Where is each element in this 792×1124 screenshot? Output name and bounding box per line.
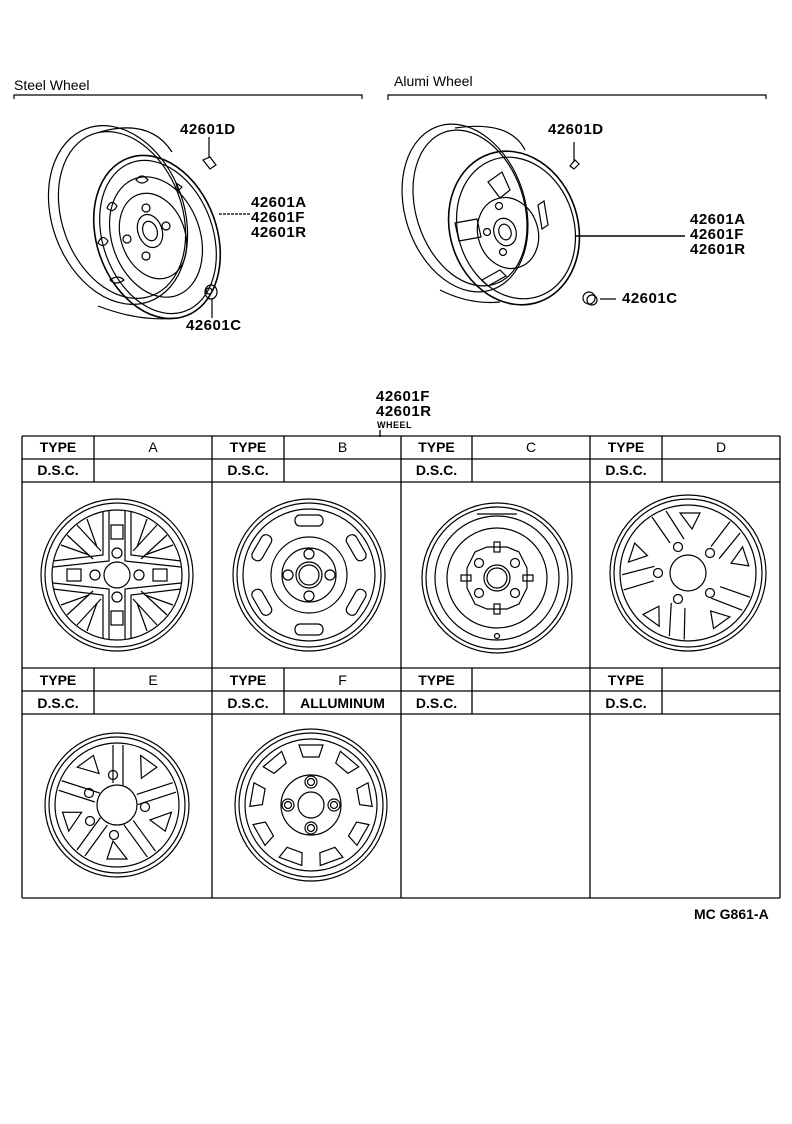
type-value-d: D	[715, 439, 727, 455]
dsc-label-d: D.S.C.	[605, 462, 647, 478]
wheel-type-c-drawing	[421, 502, 573, 654]
alumi-wheel-part-a: 42601A	[690, 211, 746, 228]
diagram-code: MC G861-A	[694, 906, 769, 922]
type-label-c: TYPE	[418, 439, 455, 455]
steel-wheel-part-r: 42601R	[251, 224, 307, 241]
wheel-type-e-drawing	[44, 732, 190, 878]
alumi-bracket-line	[387, 94, 767, 100]
steel-valve-part: 42601D	[180, 121, 236, 138]
wheel-type-f-drawing	[234, 728, 388, 882]
type-label-a: TYPE	[39, 439, 77, 455]
dsc-label-e: D.S.C.	[37, 695, 79, 711]
steel-bracket-line	[13, 94, 363, 99]
alumi-wheel-title: Alumi Wheel	[394, 73, 473, 89]
type-value-a: A	[148, 439, 158, 455]
steel-wheel-title: Steel Wheel	[14, 77, 90, 93]
type-value-e: E	[148, 672, 158, 688]
type-value-c: C	[525, 439, 537, 455]
type-label-d: TYPE	[607, 439, 645, 455]
dsc-label-c: D.S.C.	[415, 462, 458, 478]
dsc-label-g: D.S.C.	[415, 695, 458, 711]
steel-cap-part: 42601C	[186, 317, 242, 334]
type-label-g: TYPE	[418, 672, 455, 688]
table-part-r: 42601R	[376, 403, 432, 420]
type-label-e: TYPE	[39, 672, 77, 688]
dsc-label-h: D.S.C.	[605, 695, 647, 711]
dsc-label-a: D.S.C.	[37, 462, 79, 478]
steel-wheel-part-f: 42601F	[251, 209, 305, 226]
type-value-b: B	[337, 439, 348, 455]
type-value-f: F	[338, 672, 347, 688]
wheel-type-a-drawing	[40, 498, 194, 652]
type-label-b: TYPE	[229, 439, 267, 455]
type-label-f: TYPE	[229, 672, 267, 688]
wheel-type-d-drawing	[609, 494, 767, 652]
steel-wheel-illustration	[47, 125, 250, 320]
dsc-label-f: D.S.C.	[227, 695, 269, 711]
alumi-cap-part: 42601C	[622, 290, 678, 307]
dsc-label-b: D.S.C.	[227, 462, 269, 478]
type-label-h: TYPE	[607, 672, 645, 688]
alumi-wheel-illustration	[401, 123, 685, 306]
dsc-value-f: ALLUMINUM	[300, 695, 385, 711]
wheel-type-b-drawing	[232, 498, 386, 652]
table-part-f: 42601F	[376, 388, 430, 405]
alumi-valve-part: 42601D	[548, 121, 604, 138]
wheel-type-table-grid	[21, 430, 781, 899]
steel-wheel-part-a: 42601A	[251, 194, 307, 211]
alumi-wheel-part-r: 42601R	[690, 241, 746, 258]
table-caption: WHEEL	[377, 420, 412, 430]
alumi-wheel-part-f: 42601F	[690, 226, 744, 243]
